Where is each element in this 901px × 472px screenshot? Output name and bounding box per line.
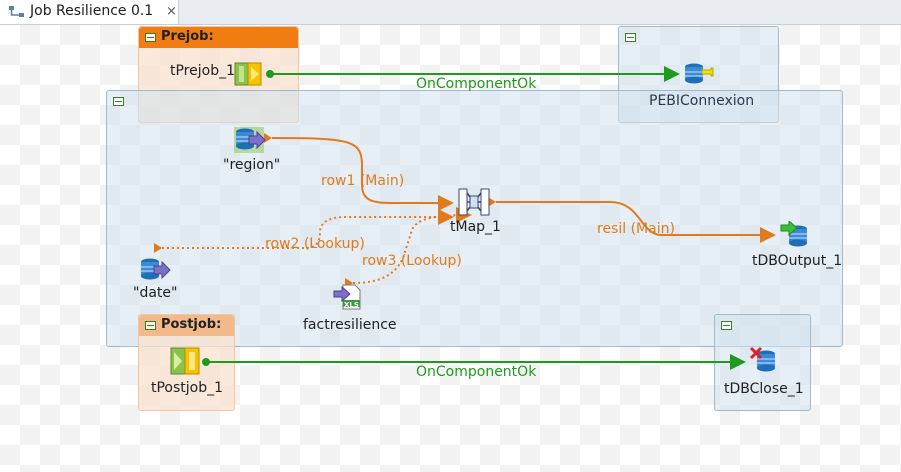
xls-badge: XLS [344,301,359,309]
link-row1[interactable] [264,133,454,211]
db-output-icon[interactable] [780,221,814,249]
link-label-oncomponentok-top[interactable]: OnComponentOk [416,76,537,92]
component-label-tdboutput: tDBOutput_1 [752,253,843,269]
collapse-icon[interactable] [113,97,124,106]
component-label-date: "date" [133,285,178,301]
link-label-resil[interactable]: resil (Main) [597,221,675,237]
subjob-postjob-title: Postjob: [161,317,222,332]
link-label-oncomponentok-bottom[interactable]: OnComponentOk [416,364,537,380]
excel-input-icon[interactable] [333,283,363,311]
db-input-icon[interactable] [233,126,267,154]
component-label-pebiconnexion: PEBIConnexion [649,93,755,109]
subjob-postjob-header[interactable]: Postjob: [139,315,234,336]
job-icon [9,6,24,17]
editor-tab-bar: Job Resilience 0.1 × [0,0,901,25]
collapse-icon[interactable] [721,321,732,330]
tab-job-resilience[interactable]: Job Resilience 0.1 × [0,0,179,24]
tpostjob-icon[interactable] [170,347,202,375]
component-label-tprejob: tPrejob_1 [170,63,235,79]
link-label-row2[interactable]: row2 (Lookup) [265,236,365,252]
component-label-tdbclose: tDBClose_1 [724,381,804,397]
subjob-prejob-header[interactable]: Prejob: [139,27,298,48]
subjob-main[interactable] [106,90,843,347]
tab-title: Job Resilience 0.1 [30,3,154,19]
close-icon[interactable]: × [166,4,177,19]
link-row2[interactable] [154,209,454,253]
link-oncomponentok-top[interactable] [266,66,680,82]
tmap-icon[interactable] [458,188,490,216]
collapse-icon[interactable] [145,321,156,330]
tprejob-icon[interactable] [234,62,266,86]
component-label-tpostjob: tPostjob_1 [151,380,224,396]
link-resil[interactable] [488,197,776,243]
subjob-prejob-title: Prejob: [161,29,214,44]
collapse-icon[interactable] [625,33,636,42]
link-oncomponentok-bottom[interactable] [202,354,746,370]
db-input-icon[interactable] [138,256,172,284]
component-label-factresilience: factresilience [303,317,397,333]
component-label-region: "region" [223,157,281,173]
collapse-icon[interactable] [145,33,156,42]
link-label-row1[interactable]: row1 (Main) [321,173,405,189]
db-close-icon[interactable] [748,346,780,374]
db-connection-icon[interactable] [682,62,714,86]
link-label-row3[interactable]: row3 (Lookup) [362,253,462,269]
component-label-tmap: tMap_1 [450,219,501,235]
